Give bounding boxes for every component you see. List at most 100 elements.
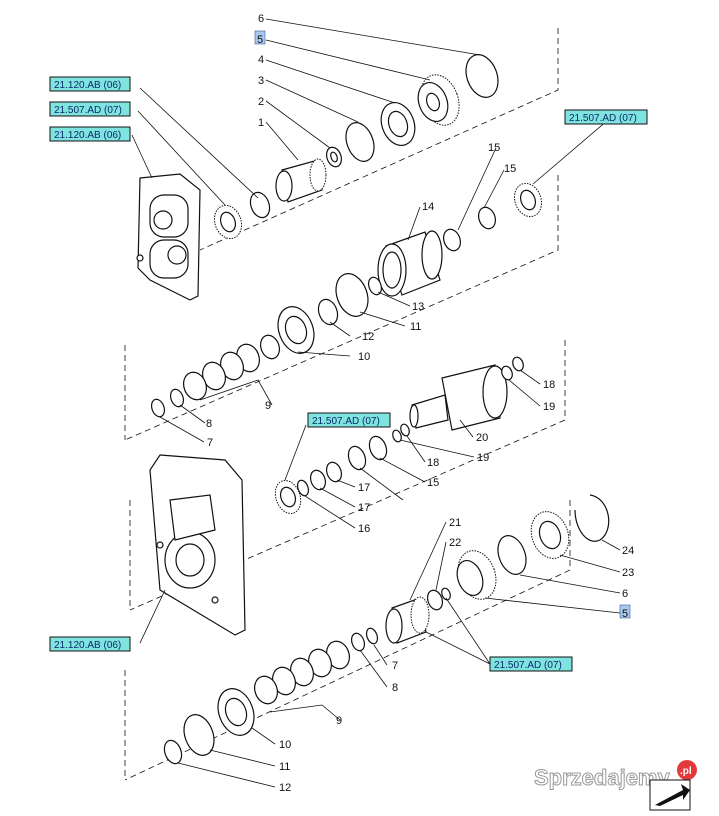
callouts: 6 5 4 3 2 1 15 15 14 13 12 11 10 9 8 7 1…: [206, 13, 634, 794]
part-ring-8[interactable]: [168, 387, 185, 408]
callout[interactable]: 19: [543, 401, 555, 413]
watermark: Sprzedajemy .pl: [534, 760, 697, 811]
watermark-dot: [677, 760, 697, 780]
part-gear-washer-upper[interactable]: [210, 202, 246, 243]
callout[interactable]: 3: [258, 75, 264, 87]
callout[interactable]: 1: [258, 117, 264, 129]
part-seal-ring-15b[interactable]: [441, 227, 464, 253]
ref-link-text: 21.507.AD (07): [569, 113, 637, 124]
callout[interactable]: 18: [543, 379, 555, 391]
callout[interactable]: 15: [504, 163, 516, 175]
part-ring-18-right[interactable]: [511, 356, 525, 373]
part-hub-21[interactable]: [385, 596, 430, 644]
part-ring-18-left[interactable]: [399, 423, 411, 437]
part-ring-19-left[interactable]: [391, 429, 403, 443]
callout[interactable]: 18: [427, 457, 439, 469]
callout-highlight: [619, 604, 631, 619]
callout[interactable]: 17: [358, 502, 370, 514]
callout[interactable]: 13: [412, 301, 424, 313]
callout[interactable]: 24: [622, 545, 634, 557]
callout[interactable]: 10: [358, 351, 370, 363]
part-piston-10-lower[interactable]: [212, 684, 260, 741]
part-seal-ring-15a[interactable]: [476, 205, 499, 231]
part-snap-ring-6-lower[interactable]: [493, 532, 531, 578]
part-ring-17b[interactable]: [308, 468, 328, 492]
part-bearing-22[interactable]: [425, 588, 445, 612]
part-clutch-discs-9-lower[interactable]: [251, 638, 353, 707]
callout[interactable]: 5: [622, 608, 628, 620]
part-gear-23[interactable]: [525, 506, 575, 563]
callout[interactable]: 19: [477, 452, 489, 464]
part-hub-1[interactable]: [275, 158, 327, 203]
callout[interactable]: 14: [422, 201, 434, 213]
part-snap-ring-24[interactable]: [574, 494, 610, 542]
part-gear-ring-upper-right[interactable]: [510, 180, 546, 221]
part-gear-5-lower[interactable]: [452, 545, 503, 604]
ref-link[interactable]: 21.120.AB (06): [49, 126, 131, 142]
part-ring-12[interactable]: [315, 297, 341, 328]
part-ring-17a[interactable]: [324, 460, 344, 484]
callout[interactable]: 22: [449, 537, 461, 549]
callout[interactable]: 12: [362, 331, 374, 343]
ref-link[interactable]: 21.120.AB (06): [49, 636, 131, 652]
callout[interactable]: 6: [258, 13, 264, 25]
callout[interactable]: 5: [257, 34, 263, 46]
part-ring-3[interactable]: [341, 119, 379, 165]
ref-link-text: 21.507.AD (07): [312, 416, 380, 427]
part-shaft-20[interactable]: [409, 364, 508, 431]
part-gear-5[interactable]: [413, 69, 466, 130]
callout[interactable]: 21: [449, 517, 461, 529]
callout[interactable]: 4: [258, 54, 264, 66]
callout[interactable]: 12: [279, 782, 291, 794]
callout[interactable]: 11: [279, 761, 290, 773]
ref-link-text: 21.120.AB (06): [54, 80, 121, 91]
callout[interactable]: 9: [336, 715, 342, 727]
callout[interactable]: 15: [488, 142, 500, 154]
ref-link[interactable]: 21.507.AD (07): [307, 412, 391, 428]
ref-link[interactable]: 21.120.AB (06): [49, 76, 131, 92]
part-ring-8-lower[interactable]: [349, 631, 366, 652]
callout[interactable]: 11: [410, 321, 421, 333]
callout[interactable]: 6: [622, 588, 628, 600]
housing-upper[interactable]: [136, 173, 201, 301]
part-ring-13[interactable]: [366, 275, 383, 296]
callout[interactable]: 10: [279, 739, 291, 751]
part-clutch-discs-9[interactable]: [180, 333, 283, 403]
part-clutch-drum-14[interactable]: [377, 230, 443, 297]
part-seal-ring-15c[interactable]: [366, 434, 389, 462]
part-ring-12-lower[interactable]: [161, 738, 184, 766]
callout[interactable]: 7: [392, 660, 398, 672]
corner-arrow-icon: [649, 779, 691, 811]
assembly-boundaries: [124, 28, 571, 781]
part-ring-11-lower[interactable]: [179, 710, 220, 759]
part-snap-ring-hub[interactable]: [247, 190, 273, 221]
callout[interactable]: 8: [392, 682, 398, 694]
callout[interactable]: 16: [358, 523, 370, 535]
ref-link-text: 21.507.AD (07): [54, 105, 122, 116]
ref-link[interactable]: 21.507.AD (07): [489, 656, 573, 672]
watermark-suffix: .pl: [680, 766, 692, 777]
part-small-ring-lower[interactable]: [440, 587, 452, 601]
callout[interactable]: 15: [427, 477, 439, 489]
housing-lower[interactable]: [149, 454, 246, 636]
part-gear-ring-middle[interactable]: [271, 477, 305, 517]
callout[interactable]: 17: [358, 482, 370, 494]
part-ring-11[interactable]: [330, 269, 373, 321]
part-snap-ring-6[interactable]: [460, 50, 503, 102]
ref-link[interactable]: 21.507.AD (07): [49, 101, 131, 117]
part-washer-4[interactable]: [375, 98, 420, 150]
part-snap-ring-7-lower[interactable]: [365, 627, 380, 645]
part-ring-19-right[interactable]: [500, 365, 514, 382]
part-seal-ring-15d[interactable]: [345, 444, 368, 472]
callout[interactable]: 7: [207, 437, 213, 449]
callout[interactable]: 20: [476, 432, 488, 444]
callout[interactable]: 9: [265, 400, 271, 412]
callout[interactable]: 23: [622, 567, 634, 579]
part-bearing-2[interactable]: [324, 145, 344, 169]
ref-link[interactable]: 21.507.AD (07): [564, 109, 648, 125]
callout[interactable]: 2: [258, 96, 264, 108]
part-piston-10[interactable]: [272, 302, 320, 359]
callout[interactable]: 8: [206, 418, 212, 430]
callout-highlight: [254, 30, 266, 45]
part-snap-ring-7[interactable]: [149, 397, 166, 418]
